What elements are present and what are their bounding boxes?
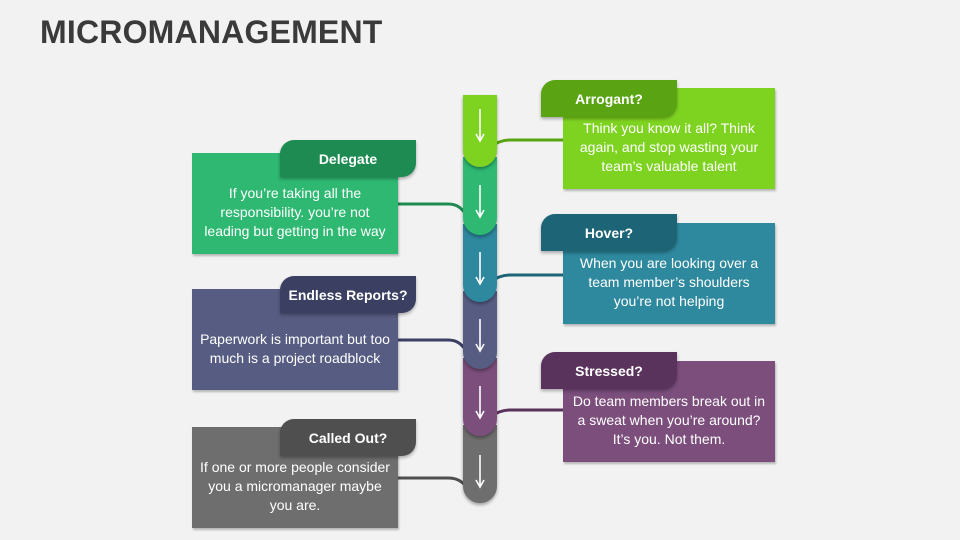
spine-segment-1: [463, 95, 497, 167]
card-text: Paperwork is important but too much is a…: [200, 330, 390, 366]
connector-endless-reports: [398, 338, 473, 358]
spine-segment-3: [463, 224, 497, 302]
page-title: MICROMANAGEMENT: [40, 14, 383, 50]
tab-delegate: Delegate: [280, 140, 416, 177]
card-text: If you’re taking all the responsibility.…: [204, 185, 386, 239]
card-text: When you are looking over a team member’…: [579, 255, 759, 309]
card-text: Do team members break out in a sweat whe…: [572, 393, 766, 447]
card-text: If one or more people consider you a mic…: [200, 459, 390, 513]
spine-segment-6: [463, 425, 497, 503]
down-arrow-icon: [475, 252, 485, 286]
tab-label: Delegate: [318, 150, 378, 167]
tab-label: Called Out?: [308, 429, 388, 446]
tab-label: Stressed?: [575, 362, 643, 379]
connector-called-out: [398, 476, 473, 492]
tab-label: Endless Reports?: [288, 286, 408, 303]
down-arrow-icon: [475, 455, 485, 489]
down-arrow-icon: [475, 386, 485, 420]
spine-segment-5: [463, 358, 497, 436]
connector-delegate: [398, 202, 473, 222]
tab-arrogant: Arrogant?: [541, 80, 677, 117]
tab-called-out: Called Out?: [280, 419, 416, 456]
tab-hover: Hover?: [541, 214, 677, 251]
down-arrow-icon: [475, 185, 485, 219]
down-arrow-icon: [475, 319, 485, 353]
tab-label: Arrogant?: [575, 90, 643, 107]
spine-segment-2: [463, 157, 497, 235]
card-text: Think you know it all? Think again, and …: [579, 120, 759, 174]
tab-endless-reports: Endless Reports?: [280, 276, 416, 313]
down-arrow-icon: [475, 109, 485, 143]
tab-stressed: Stressed?: [541, 352, 677, 389]
tab-label: Hover?: [584, 224, 634, 241]
spine-segment-4: [463, 291, 497, 369]
